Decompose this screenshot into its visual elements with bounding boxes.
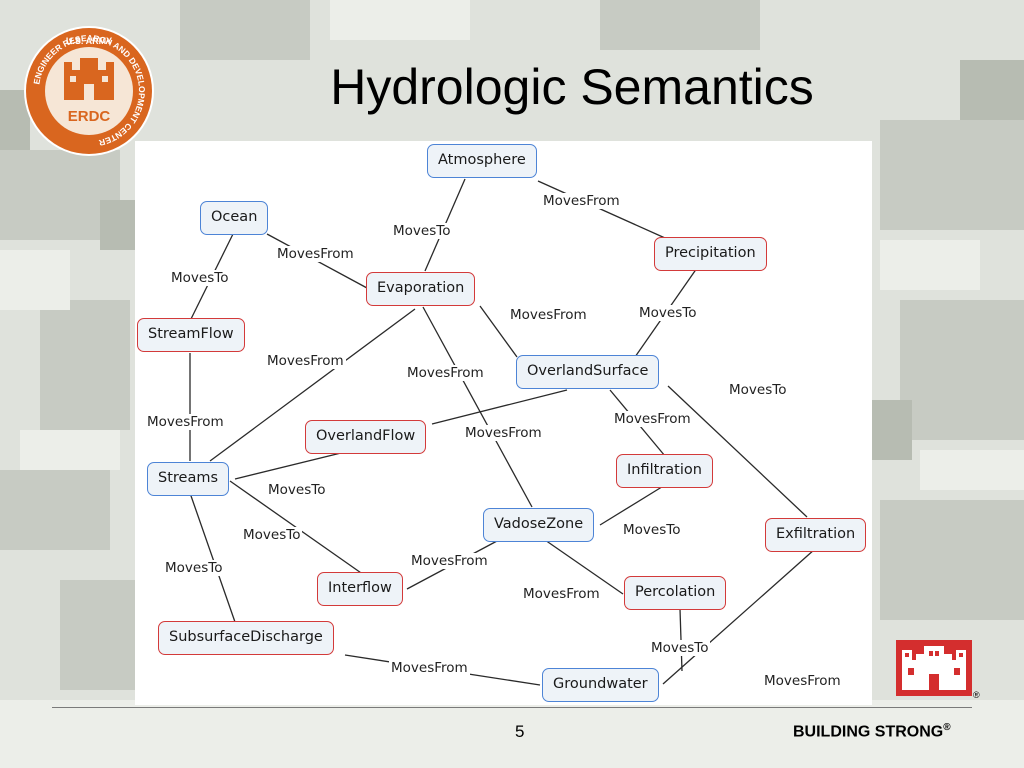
node-groundwater: Groundwater [542, 668, 659, 702]
node-streams: Streams [147, 462, 230, 496]
edge-label: MovesFrom [508, 307, 589, 323]
edge-label: MovesTo [169, 270, 231, 286]
edge-infiltration-vadosezone [599, 484, 666, 526]
edge-exfiltration-overlandsurface [667, 385, 808, 518]
edge-label: MovesTo [266, 482, 328, 498]
edge-label: MovesTo [391, 223, 453, 239]
node-vadosezone: VadoseZone [483, 508, 595, 542]
edge-subsurfacedischarge-streams [189, 492, 236, 623]
node-exfiltration: Exfiltration [765, 518, 867, 552]
edge-label: MovesFrom [265, 353, 346, 369]
edge-label: MovesTo [727, 382, 789, 398]
edge-label: MovesTo [621, 522, 683, 538]
edge-label: MovesFrom [275, 246, 356, 262]
edge-evaporation-overlandsurface [479, 305, 518, 358]
footer-divider [52, 707, 972, 708]
edge-label: MovesFrom [389, 660, 470, 676]
edge-evaporation-streams [209, 308, 416, 462]
node-streamflow: StreamFlow [137, 318, 245, 352]
edge-overlandflow-overlandsurface [431, 389, 568, 425]
logo-top-text: U.S. ARMY [66, 36, 112, 46]
edge-label: MovesFrom [409, 553, 490, 569]
edge-label: MovesFrom [405, 365, 486, 381]
node-overlandflow: OverlandFlow [305, 420, 427, 454]
hydrologic-concept-map: MovesFrom MovesTo MovesFrom MovesTo Move… [135, 141, 872, 705]
edge-label: MovesFrom [521, 586, 602, 602]
corps-castle-logo [896, 640, 972, 696]
node-interflow: Interflow [317, 572, 403, 606]
edge-label: MovesTo [649, 640, 711, 656]
edge-label: MovesFrom [762, 673, 843, 689]
edge-precipitation-atmosphere [537, 180, 666, 239]
node-ocean: Ocean [200, 201, 269, 235]
edge-percolation-vadosezone [544, 539, 624, 595]
edge-label: MovesTo [241, 527, 303, 543]
castle-registered-mark: ® [973, 690, 980, 700]
page-number: 5 [515, 722, 525, 741]
node-percolation: Percolation [624, 576, 727, 610]
edge-evaporation-vadosezone [422, 306, 533, 508]
edge-label: MovesFrom [463, 425, 544, 441]
edge-label: MovesFrom [145, 414, 226, 430]
node-evaporation: Evaporation [366, 272, 476, 306]
node-subsurfacedischarge: SubsurfaceDischarge [158, 621, 334, 655]
slide-title: Hydrologic Semantics [330, 59, 814, 115]
node-infiltration: Infiltration [616, 454, 713, 488]
edge-label: MovesTo [637, 305, 699, 321]
edge-overlandflow-streams [234, 451, 346, 480]
brand-text: BUILDING STRONG [793, 723, 944, 741]
edge-label: MovesFrom [541, 193, 622, 209]
edge-label: MovesFrom [612, 411, 693, 427]
building-strong-brand: BUILDING STRONG® [793, 722, 951, 741]
edge-exfiltration-groundwater [662, 548, 816, 685]
logo-center-text: ERDC [68, 108, 111, 125]
node-precipitation: Precipitation [654, 237, 767, 271]
edge-label: MovesTo [163, 560, 225, 576]
brand-registered-mark: ® [943, 722, 951, 733]
erdc-logo: ENGINEER RESEARCH AND DEVELOPMENT CENTER… [24, 26, 154, 156]
node-overlandsurface: OverlandSurface [516, 355, 660, 389]
node-atmosphere: Atmosphere [427, 144, 537, 178]
